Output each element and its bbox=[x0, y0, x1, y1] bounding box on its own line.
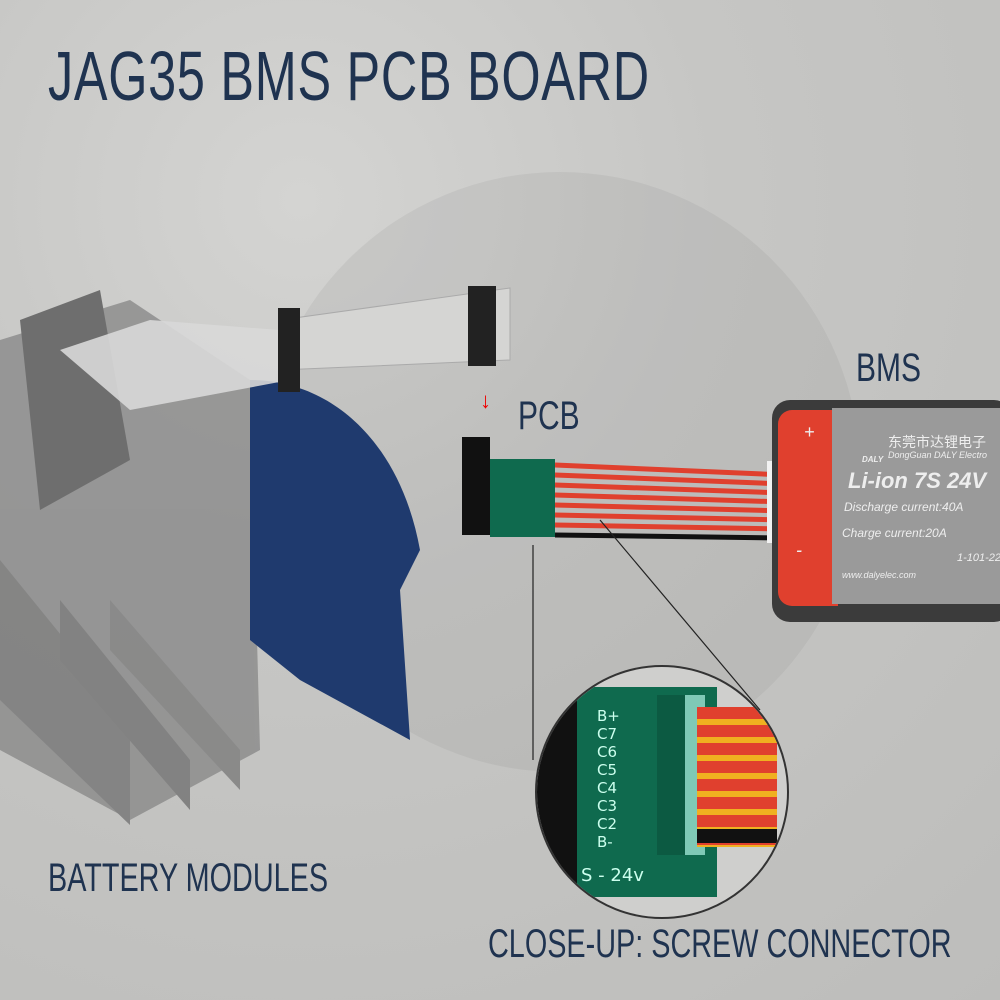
pin-label: C2 bbox=[597, 815, 618, 833]
pin-label: C6 bbox=[597, 743, 618, 761]
pin-label: C4 bbox=[597, 779, 618, 797]
close-up-label: CLOSE-UP: SCREW CONNECTOR bbox=[488, 922, 952, 966]
pin-label: B- bbox=[597, 833, 613, 851]
pcb-label: PCB bbox=[518, 394, 580, 438]
pin-label: C5 bbox=[597, 761, 618, 779]
voltage-label: S - 24v bbox=[581, 865, 644, 886]
ribbon-cable bbox=[278, 286, 511, 392]
ribbon-connector-left bbox=[278, 308, 300, 392]
pin-label: C7 bbox=[597, 725, 618, 743]
bms-label: BMS bbox=[856, 346, 922, 390]
pcb-board bbox=[462, 437, 557, 539]
module-front-panel bbox=[250, 380, 420, 740]
bms-device: + - DALY 东莞市达锂电子 DongGuan DALY Electro L… bbox=[772, 400, 1000, 622]
down-arrow-icon: ↓ bbox=[480, 388, 491, 413]
close-up-view: B+ C7 C6 C5 C4 C3 C2 B- S - 24v bbox=[535, 665, 789, 919]
ribbon-connector-right bbox=[468, 286, 496, 366]
battery-modules-image bbox=[0, 290, 420, 825]
battery-modules-label: BATTERY MODULES bbox=[48, 856, 329, 900]
pin-label: B+ bbox=[597, 707, 620, 725]
pin-label: C3 bbox=[597, 797, 618, 815]
page-title: JAG35 BMS PCB BOARD bbox=[48, 37, 650, 115]
